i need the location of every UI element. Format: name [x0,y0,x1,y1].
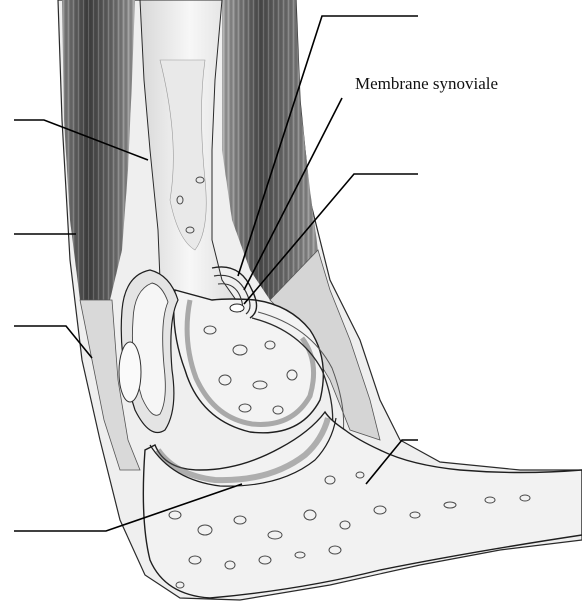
synovial-membrane-label: Membrane synoviale [355,74,498,94]
